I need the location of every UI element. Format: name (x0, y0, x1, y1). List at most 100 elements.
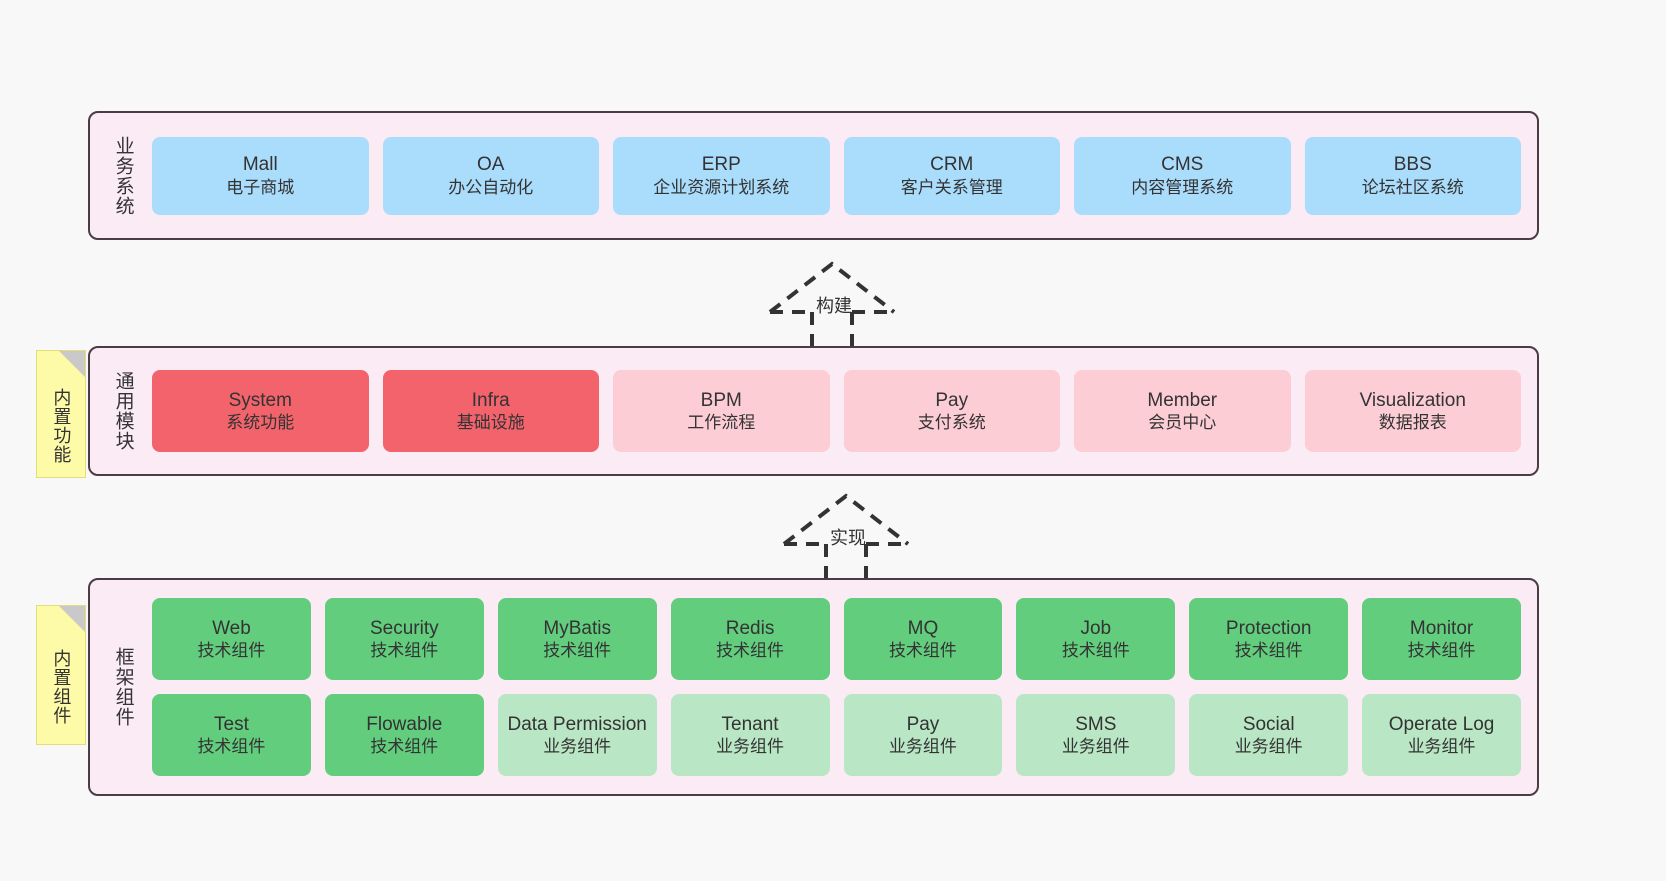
card-title: Data Permission (507, 713, 647, 735)
card-title: MQ (907, 617, 939, 639)
card-subtitle: 技术组件 (543, 641, 612, 661)
card-subtitle: 工作流程 (687, 413, 756, 433)
sticky-note-builtin-components-label: 内置组件 (51, 649, 72, 725)
card-subtitle: 技术组件 (197, 737, 266, 757)
card-title: BPM (700, 389, 742, 411)
card-subtitle: 会员中心 (1148, 413, 1217, 433)
card-title: Mall (242, 154, 278, 176)
arrow-build: 构建 (752, 256, 912, 348)
card-title: Pay (906, 713, 940, 735)
card-title: Tenant (721, 713, 779, 735)
card-subtitle: 业务组件 (1234, 737, 1303, 757)
card-title: Protection (1225, 617, 1312, 639)
card-title: Flowable (366, 713, 443, 735)
sticky-note-builtin-features-label: 内置功能 (51, 388, 72, 464)
card-title: Operate Log (1388, 713, 1495, 735)
card-subtitle: 技术组件 (716, 641, 785, 661)
card-title: BBS (1393, 154, 1432, 176)
card-subtitle: 系统功能 (226, 413, 295, 433)
arrow-implement-label: 实现 (830, 528, 866, 548)
card-title: System (228, 389, 292, 411)
card-subtitle: 业务组件 (543, 737, 612, 757)
arrow-implement-head (782, 493, 910, 546)
layer-label-modules: 通用模块 (112, 371, 134, 451)
card-subtitle: 技术组件 (888, 641, 957, 661)
layer-label-business: 业务系统 (112, 135, 134, 216)
card-title: MyBatis (543, 617, 611, 639)
card-subtitle: 内容管理系统 (1131, 177, 1234, 197)
sticky-note-builtin-features: 内置功能 (36, 350, 86, 478)
card-title: Test (214, 713, 249, 735)
card-subtitle: 技术组件 (1407, 641, 1476, 661)
card-title: Pay (935, 389, 969, 411)
card-subtitle: 业务组件 (1061, 737, 1130, 757)
card-subtitle: 支付系统 (917, 413, 986, 433)
card-title: SMS (1075, 713, 1117, 735)
card-subtitle: 基础设施 (456, 413, 525, 433)
card-subtitle: 业务组件 (716, 737, 785, 757)
card-title: CMS (1161, 154, 1204, 176)
card-subtitle: 技术组件 (1234, 641, 1303, 661)
card-title: OA (477, 154, 505, 176)
card-subtitle: 电子商城 (226, 177, 295, 197)
card-title: CRM (930, 154, 974, 176)
card-subtitle: 业务组件 (1407, 737, 1476, 757)
card-title: Security (369, 617, 439, 639)
card-title: Visualization (1359, 389, 1466, 411)
card-title: Member (1147, 389, 1218, 411)
card-title: Monitor (1409, 617, 1474, 639)
card-subtitle: 业务组件 (888, 737, 957, 757)
card-subtitle: 办公自动化 (448, 177, 534, 197)
arrow-build-head (768, 261, 896, 314)
card-title: Redis (725, 617, 775, 639)
arrow-implement: 实现 (766, 490, 926, 578)
card-title: Web (212, 617, 251, 639)
arrow-build-label: 构建 (816, 296, 852, 316)
card-subtitle: 技术组件 (1061, 641, 1130, 661)
card-title: Job (1080, 617, 1112, 639)
card-subtitle: 技术组件 (370, 737, 439, 757)
card-subtitle: 论坛社区系统 (1361, 177, 1464, 197)
card-subtitle: 技术组件 (197, 641, 266, 661)
card-title: Social (1242, 713, 1295, 735)
card-subtitle: 企业资源计划系统 (653, 177, 790, 197)
layer-label-framework: 框架组件 (112, 647, 134, 727)
